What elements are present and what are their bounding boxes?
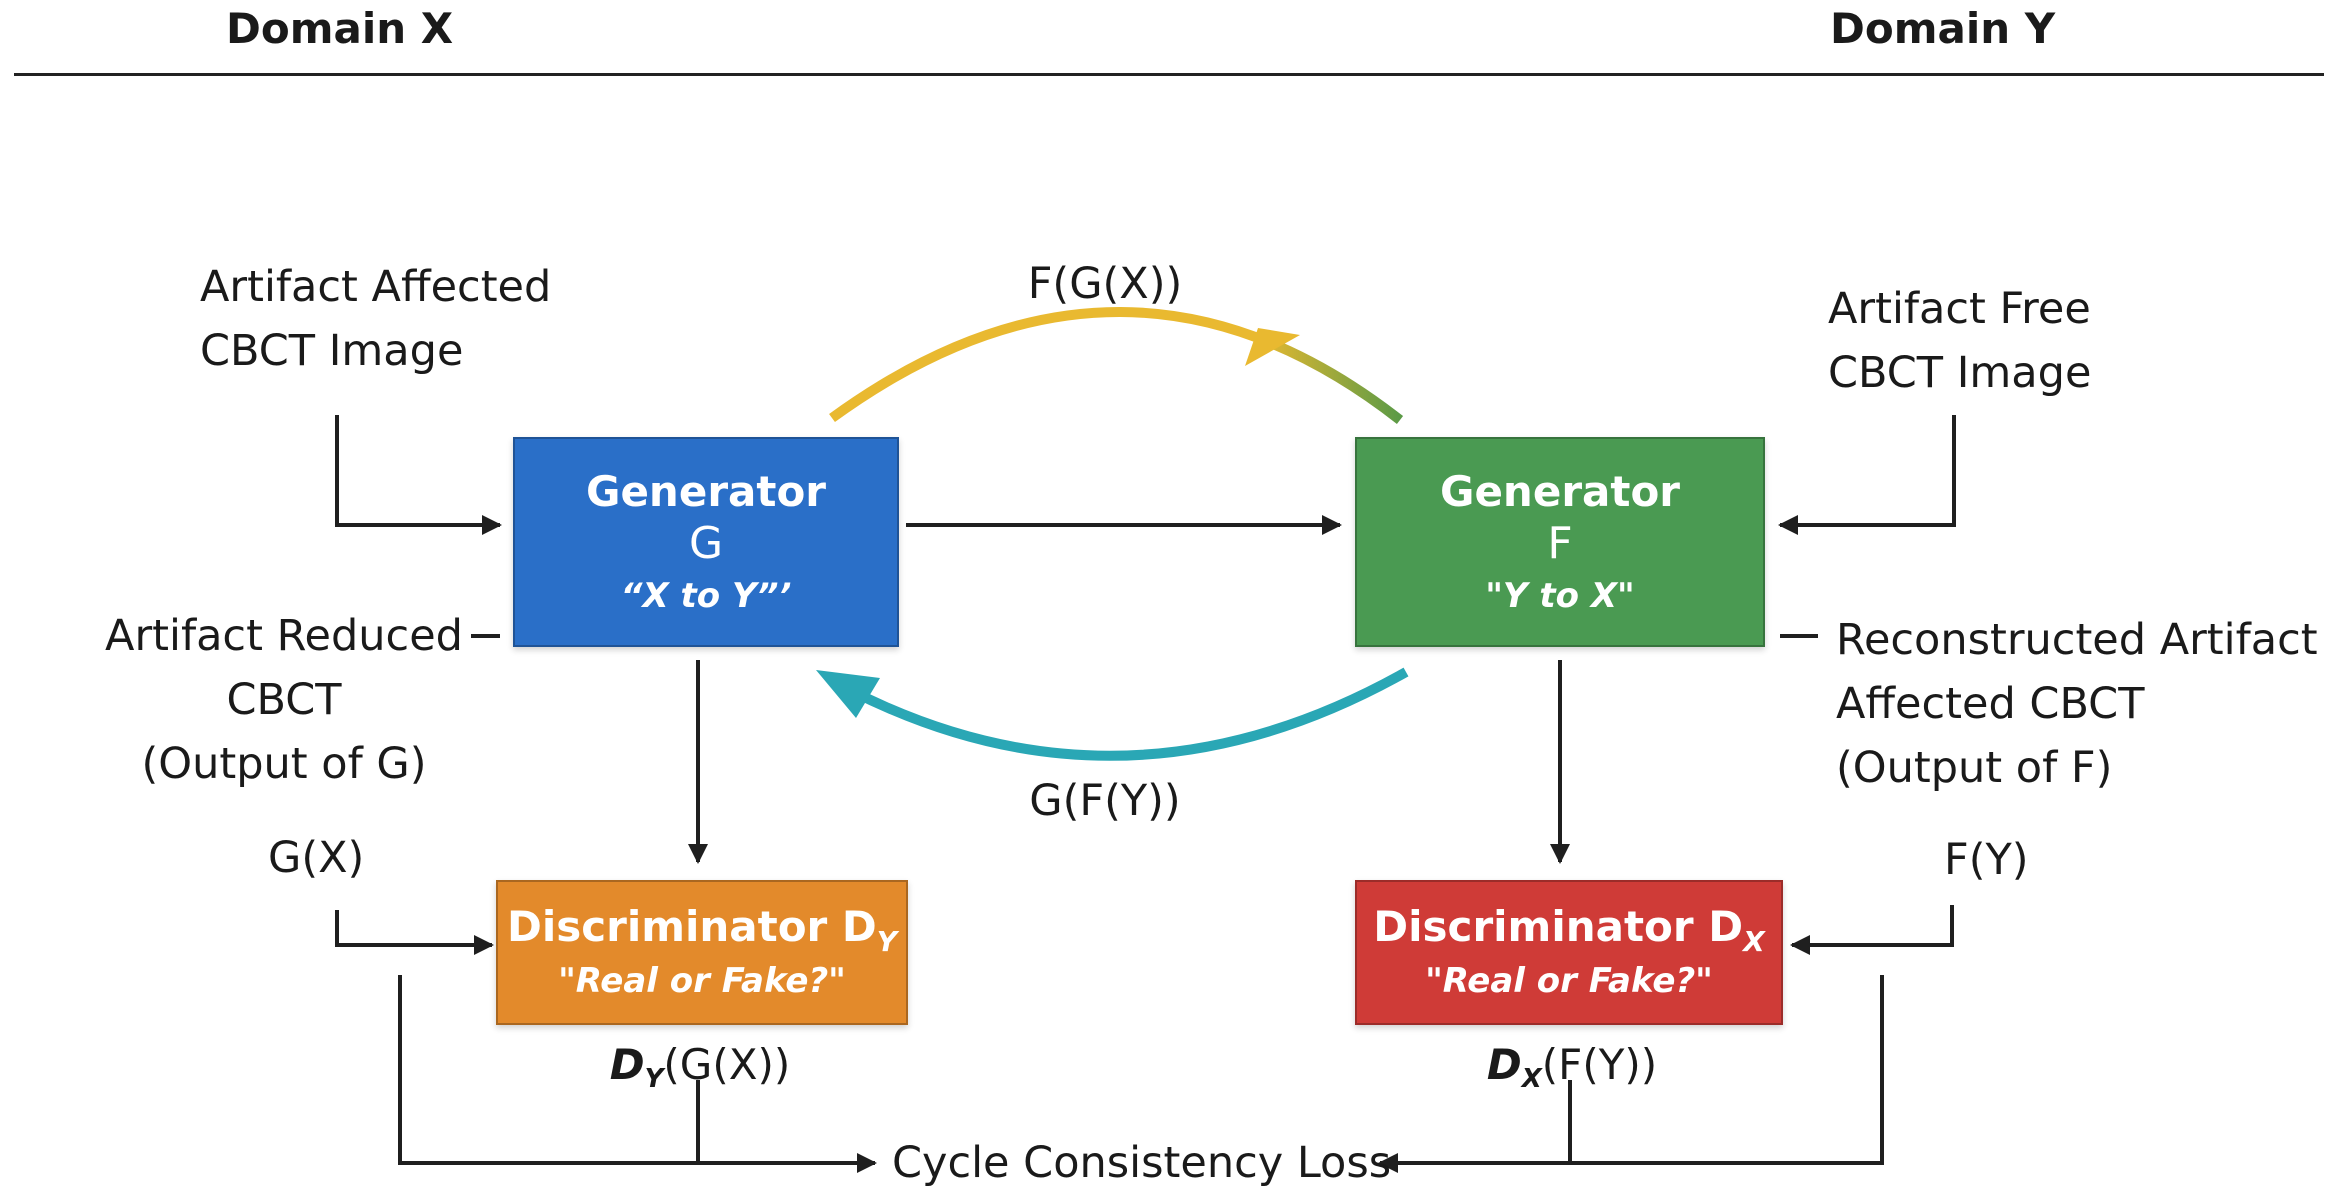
input-y-line1: Artifact Free — [1828, 284, 2091, 334]
cycle-bottom-label: G(F(Y)) — [1029, 776, 1181, 826]
discriminator-dy-question: "Real or Fake?" — [558, 961, 846, 1001]
signal-fy: F(Y) — [1944, 835, 2029, 885]
cycle-arrow-top-head — [1245, 328, 1300, 366]
generator-g-letter: G — [688, 518, 724, 569]
generator-f-letter: F — [1547, 518, 1573, 569]
disc-x-output: DX(F(Y)) — [1486, 1040, 1658, 1094]
output-g-line2: CBCT — [226, 675, 342, 725]
cycle-arrow-bottom — [847, 667, 1409, 761]
discriminator-dy-box: Discriminator DY "Real or Fake?" — [496, 880, 908, 1025]
cycle-consistency-loss-label: Cycle Consistency Loss — [892, 1138, 1392, 1188]
discriminator-dx-title: Discriminator DX — [1373, 902, 1765, 958]
generator-f-title: Generator — [1439, 467, 1681, 516]
header-divider — [14, 73, 2324, 76]
output-g-line3: (Output of G) — [141, 739, 427, 789]
input-x-line1: Artifact Affected — [200, 262, 552, 312]
generator-f-box: Generator F "Y to X" — [1355, 437, 1765, 647]
output-g-line1: Artifact Reduced — [105, 611, 463, 661]
input-y-line2: CBCT Image — [1828, 348, 2092, 398]
generator-g-title: Generator — [585, 467, 827, 516]
signal-gx: G(X) — [268, 833, 365, 883]
input-y-label: Artifact Free CBCT Image — [1828, 277, 2091, 405]
domain-x-title: Domain X — [226, 4, 454, 53]
loss-right-line — [1378, 975, 1884, 1173]
cycle-arrow-top — [829, 307, 1404, 424]
input-x-line2: CBCT Image — [200, 326, 464, 376]
output-g-label: Artifact Reduced CBCT (Output of G) — [84, 604, 484, 796]
generator-g-subtitle: “X to Y”’ — [620, 576, 792, 616]
output-f-line2: Affected CBCT — [1836, 679, 2145, 729]
generator-f-subtitle: "Y to X" — [1485, 576, 1635, 616]
discriminator-dx-box: Discriminator DX "Real or Fake?" — [1355, 880, 1783, 1025]
arrow-input-x — [335, 415, 502, 535]
discriminator-dy-title: Discriminator DY — [506, 902, 898, 958]
loss-left-line — [398, 975, 877, 1173]
input-x-label: Artifact Affected CBCT Image — [200, 255, 551, 383]
cycle-top-label: F(G(X)) — [1027, 259, 1183, 309]
output-f-label: Reconstructed Artifact Affected CBCT (Ou… — [1836, 608, 2318, 800]
generator-g-box: Generator G “X to Y”’ — [513, 437, 899, 647]
arrow-gx-to-dy — [335, 910, 494, 955]
disc-y-output: DY(G(X)) — [609, 1040, 791, 1094]
discriminator-dx-question: "Real or Fake?" — [1425, 961, 1713, 1001]
domain-y-title: Domain Y — [1830, 4, 2056, 53]
arrow-input-y — [1778, 415, 1956, 535]
cycle-arrow-bottom-head — [816, 670, 880, 718]
arrow-fy-to-dx — [1790, 905, 1954, 955]
output-f-line1: Reconstructed Artifact — [1836, 615, 2318, 665]
output-f-line3: (Output of F) — [1836, 743, 2113, 793]
